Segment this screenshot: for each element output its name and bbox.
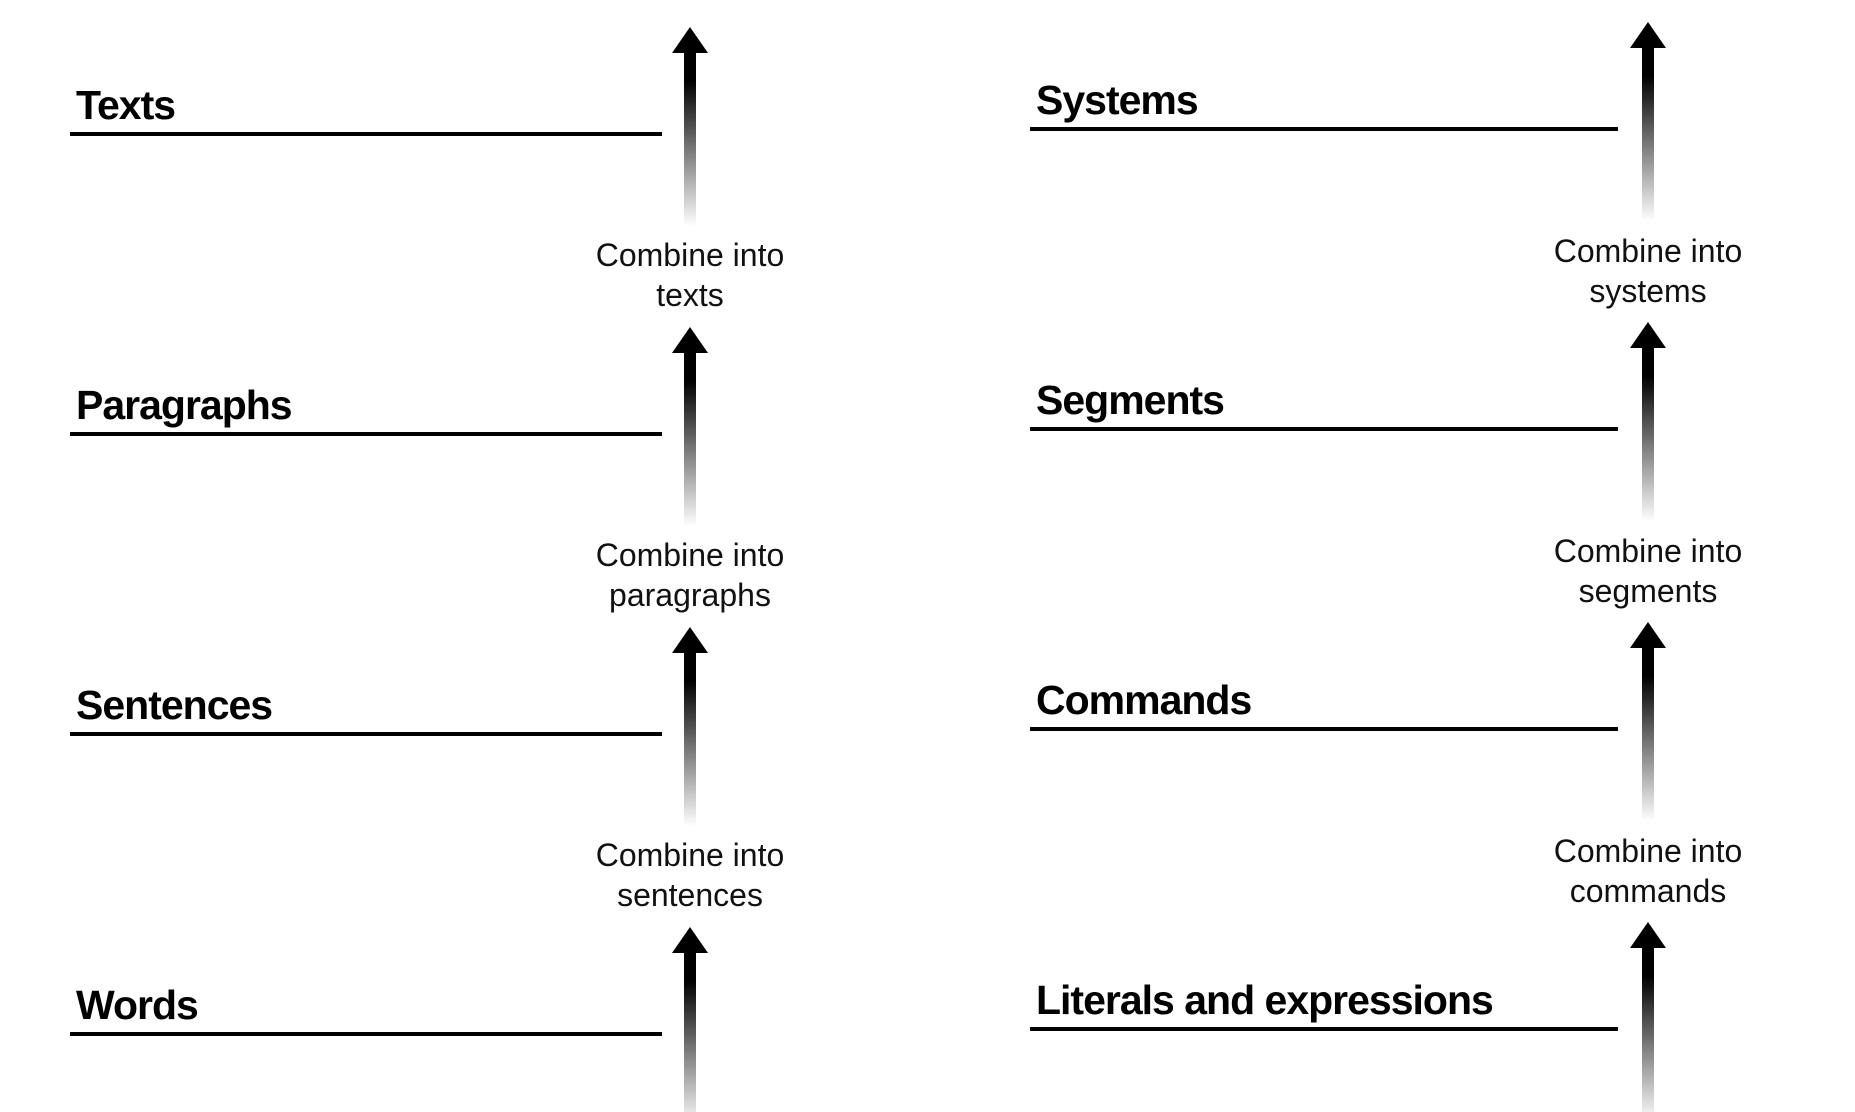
transition-label-line: sentences [617, 877, 763, 913]
transition-label-line: Combine into [595, 837, 785, 873]
transition-label-line: Combine into [595, 237, 785, 273]
underline-texts [70, 132, 662, 136]
up-arrow [1630, 322, 1666, 527]
underline-paragraphs [70, 432, 662, 436]
underline-commands [1030, 727, 1618, 731]
arrow-shaft [684, 952, 696, 1112]
transition-label-line: Combine into [1553, 533, 1743, 569]
underline-segments [1030, 427, 1618, 431]
transition-label-line: Combine into [1553, 833, 1743, 869]
transition-label-segments: Combine into segments [1488, 531, 1808, 611]
transition-label-line: commands [1569, 873, 1727, 909]
arrow-shaft [1642, 947, 1654, 1112]
up-arrow [672, 627, 708, 832]
transition-label-paragraphs: Combine into paragraphs [530, 535, 850, 615]
up-arrow [1630, 622, 1666, 827]
arrow-head-icon [1630, 22, 1666, 48]
transition-label-systems: Combine into systems [1488, 231, 1808, 311]
level-title-literals-and-expressions: Literals and expressions [1036, 977, 1494, 1023]
arrow-head-icon [1630, 322, 1666, 348]
arrow-head-icon [672, 327, 708, 353]
transition-label-line: Combine into [595, 537, 785, 573]
transition-label-line: paragraphs [609, 577, 771, 613]
level-title-systems: Systems [1036, 77, 1199, 123]
up-arrow [672, 927, 708, 1112]
arrow-head-icon [672, 27, 708, 53]
level-title-words: Words [76, 982, 199, 1028]
transition-label-line: systems [1589, 273, 1707, 309]
transition-label-commands: Combine into commands [1488, 831, 1808, 911]
arrow-shaft [1642, 647, 1654, 827]
transition-label-texts: Combine into texts [530, 235, 850, 315]
level-title-segments: Segments [1036, 377, 1225, 423]
transition-label-line: texts [656, 277, 724, 313]
underline-systems [1030, 127, 1618, 131]
up-arrow [672, 27, 708, 232]
underline-words [70, 1032, 662, 1036]
transition-label-line: Combine into [1553, 233, 1743, 269]
arrow-head-icon [1630, 622, 1666, 648]
arrow-shaft [684, 352, 696, 532]
arrow-shaft [1642, 347, 1654, 527]
level-title-texts: Texts [76, 82, 176, 128]
level-title-paragraphs: Paragraphs [76, 382, 293, 428]
arrow-head-icon [672, 927, 708, 953]
level-title-sentences: Sentences [76, 682, 273, 728]
arrow-shaft [684, 652, 696, 832]
arrow-head-icon [672, 627, 708, 653]
underline-sentences [70, 732, 662, 736]
up-arrow [1630, 22, 1666, 227]
up-arrow [1630, 922, 1666, 1112]
transition-label-line: segments [1578, 573, 1718, 609]
up-arrow [672, 327, 708, 532]
underline-literals-and-expressions [1030, 1027, 1618, 1031]
transition-label-sentences: Combine into sentences [530, 835, 850, 915]
arrow-shaft [1642, 47, 1654, 227]
arrow-shaft [684, 52, 696, 232]
level-title-commands: Commands [1036, 677, 1252, 723]
arrow-head-icon [1630, 922, 1666, 948]
